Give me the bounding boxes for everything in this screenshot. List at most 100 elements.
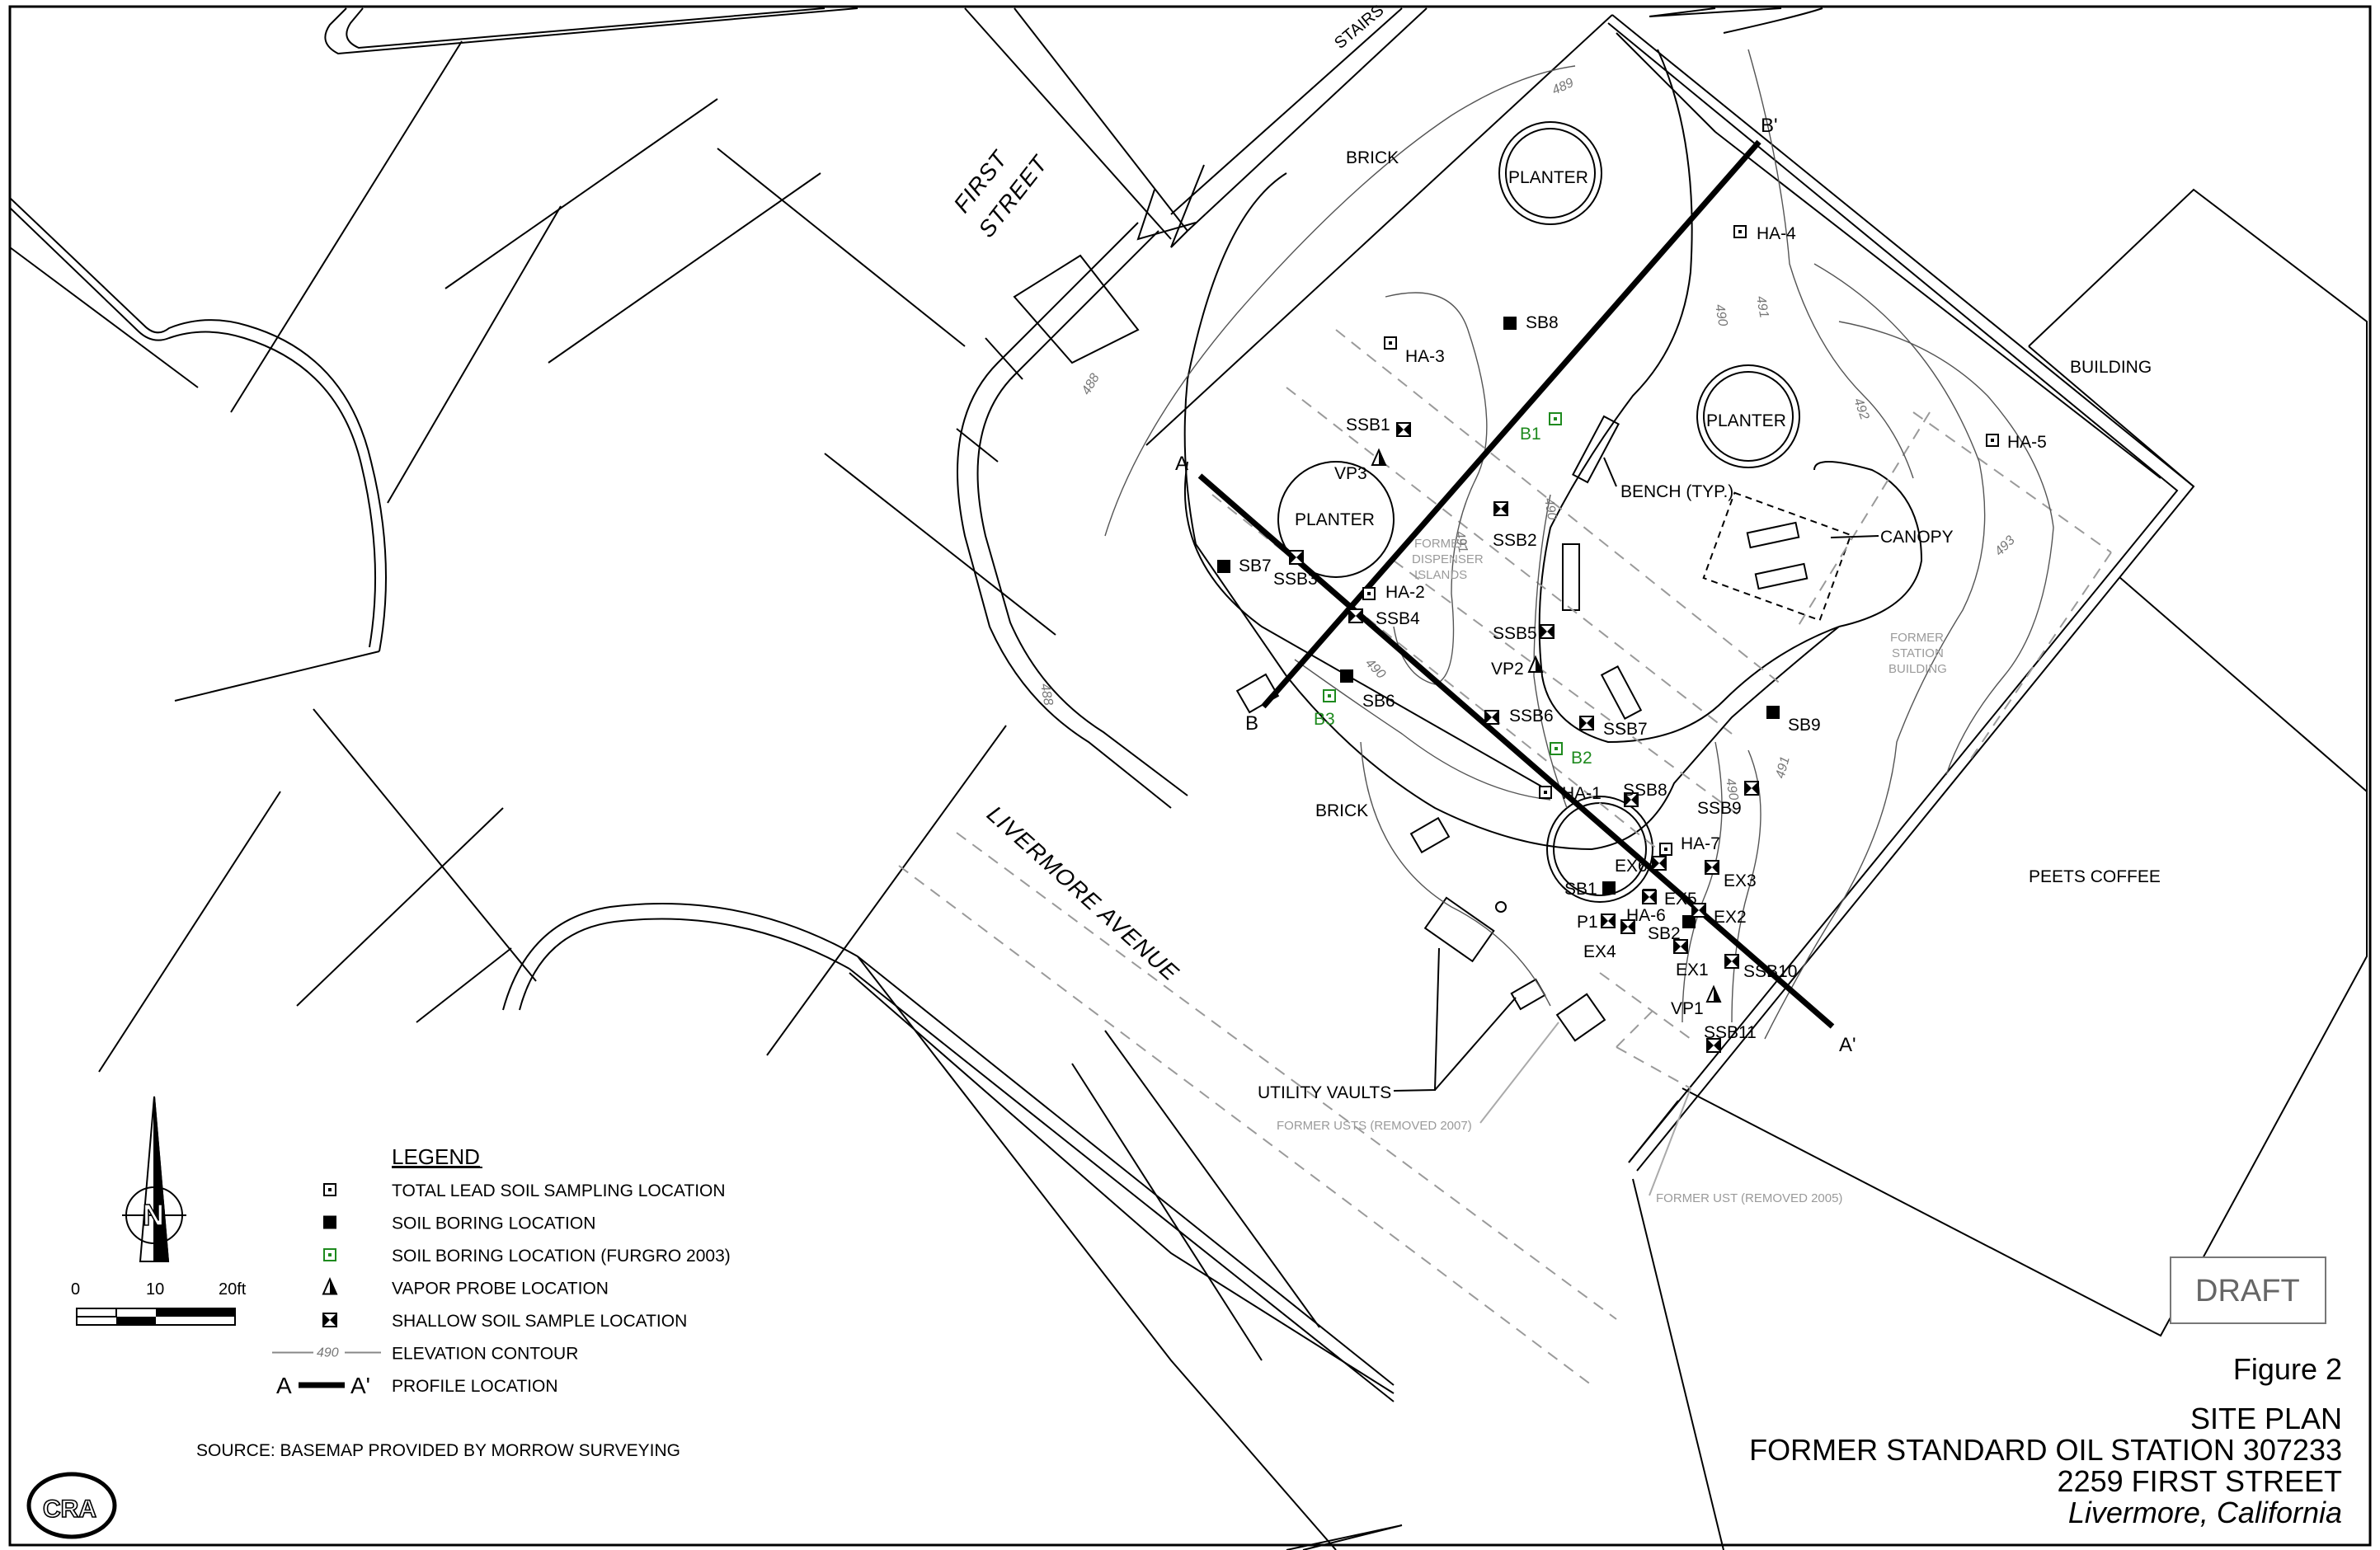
lead-symbol (1659, 843, 1672, 856)
legend-item-label: TOTAL LEAD SOIL SAMPLING LOCATION (392, 1181, 726, 1200)
sample-point-ha-5[interactable]: HA-5 (1986, 433, 2047, 452)
sample-point-sb7[interactable]: SB7 (1217, 557, 1272, 575)
sample-point-label: HA-5 (2007, 433, 2047, 452)
sample-point-ssb3[interactable]: SSB3 (1273, 550, 1318, 589)
sample-point-label: EX6 (1615, 857, 1648, 876)
sample-point-label: EX3 (1724, 871, 1757, 890)
sample-point-label: SSB3 (1273, 570, 1318, 589)
shallow-symbol (1724, 954, 1739, 969)
title-line-2: FORMER STANDARD OIL STATION 307233 (1749, 1433, 2342, 1467)
sample-point-label: EX2 (1714, 908, 1747, 927)
feature-labels: BRICK BRICK PLANTER PLANTER PLANTER BENC… (1258, 148, 2161, 1205)
draft-label: DRAFT (2195, 1274, 2300, 1308)
draft-stamp: DRAFT (2170, 1256, 2326, 1324)
livermore-avenue-label: LIVERMORE AVENUE (982, 801, 1184, 986)
scale-bar: 0 10 20ft (71, 1280, 247, 1326)
source-note: SOURCE: BASEMAP PROVIDED BY MORROW SURVE… (196, 1441, 680, 1460)
sample-point-ssb7[interactable]: SSB7 (1579, 716, 1648, 739)
sample-point-label: EX1 (1676, 961, 1709, 979)
legend-item-boring: SOIL BORING LOCATION (323, 1214, 595, 1233)
utility-vaults-label: UTILITY VAULTS (1258, 1083, 1391, 1102)
sample-point-label: VP2 (1491, 660, 1524, 679)
sample-point-ha-7[interactable]: HA-7 (1659, 834, 1720, 856)
contour-label-493: 493 (1992, 533, 2018, 559)
sample-point-label: SB6 (1362, 692, 1395, 711)
boring-symbol (1766, 706, 1780, 719)
brick-bottom-label: BRICK (1315, 801, 1368, 820)
scale-label-20: 20ft (219, 1280, 247, 1299)
sample-point-label: SSB9 (1697, 799, 1742, 818)
shallow-symbol (1706, 1038, 1721, 1053)
north-arrow: N (122, 1096, 186, 1262)
sample-point-b1[interactable]: B1 (1520, 412, 1562, 444)
sample-point-ssb10[interactable]: SSB10 (1724, 954, 1797, 981)
sample-point-ssb6[interactable]: SSB6 (1484, 707, 1554, 726)
sample-point-vp3[interactable]: VP3 (1334, 448, 1387, 483)
leader-lines (1393, 457, 1879, 1196)
bench-shape (1572, 415, 1620, 484)
planter-top-shape (1498, 121, 1602, 225)
sample-point-sb2[interactable]: SB2 (1648, 915, 1696, 943)
contour-label-491b: 491 (1452, 530, 1470, 554)
sample-point-ssb8[interactable]: SSB8 (1623, 781, 1667, 807)
legend-item-label: ELEVATION CONTOUR (392, 1345, 578, 1364)
planter-left-label: PLANTER (1295, 510, 1375, 529)
sample-point-ex6[interactable]: EX6 (1615, 856, 1667, 876)
sample-point-ex4[interactable]: EX4 (1583, 919, 1635, 961)
sample-point-label: HA-1 (1562, 784, 1602, 803)
sample-point-b3[interactable]: B3 (1314, 689, 1336, 729)
sample-point-label: VP1 (1671, 999, 1704, 1018)
sample-point-sb9[interactable]: SB9 (1766, 706, 1821, 735)
shallow-symbol (322, 1313, 337, 1327)
sample-point-ex5[interactable]: EX5 (1642, 890, 1697, 909)
sample-point-p1[interactable]: P1 (1577, 913, 1616, 932)
sample-point-vp2[interactable]: VP2 (1491, 655, 1544, 679)
cra-logo: CRA (26, 1472, 117, 1539)
figure-number: Figure 2 (2233, 1352, 2342, 1386)
sample-point-ex3[interactable]: EX3 (1705, 860, 1757, 890)
shallow-symbol (1744, 781, 1759, 796)
profile-labels: A A' B B' (1175, 115, 1856, 1056)
sample-point-ssb11[interactable]: SSB11 (1704, 1023, 1757, 1053)
sample-point-label: B2 (1571, 749, 1592, 768)
legend-item-lead: TOTAL LEAD SOIL SAMPLING LOCATION (323, 1181, 726, 1200)
vapor-symbol (1527, 655, 1544, 673)
building-label: BUILDING (2070, 358, 2152, 377)
contour-label-490d: 490 (1723, 777, 1740, 801)
shallow-symbol (1493, 501, 1508, 516)
sample-point-vp1[interactable]: VP1 (1671, 984, 1722, 1018)
sample-point-label: B1 (1520, 425, 1541, 444)
shallow-symbol (1642, 890, 1657, 904)
profile-b-b-prime (1261, 139, 1761, 709)
title-line-1: SITE PLAN (2190, 1402, 2342, 1435)
sample-point-sb8[interactable]: SB8 (1503, 313, 1559, 332)
shallow-symbol (1579, 716, 1594, 730)
contour-label-491a: 491 (1753, 295, 1771, 319)
sample-point-ssb5[interactable]: SSB5 (1493, 624, 1555, 643)
sample-point-label: HA-6 (1626, 906, 1666, 925)
legend-item-label: VAPOR PROBE LOCATION (392, 1280, 609, 1299)
vapor-symbol (322, 1277, 338, 1295)
sample-point-ex1[interactable]: EX1 (1673, 939, 1709, 979)
sample-point-ha-2[interactable]: HA-2 (1362, 583, 1425, 602)
sample-point-ha-1[interactable]: HA-1 (1539, 784, 1602, 803)
sample-point-ssb4[interactable]: SSB4 (1348, 608, 1420, 628)
shallow-symbol (1289, 550, 1304, 565)
sample-point-ssb2[interactable]: SSB2 (1493, 501, 1537, 550)
legend-item-shallow: SHALLOW SOIL SAMPLE LOCATION (322, 1312, 687, 1331)
legend-item-furgro: SOIL BORING LOCATION (FURGRO 2003) (323, 1247, 731, 1266)
sample-point-ex2[interactable]: EX2 (1691, 903, 1747, 927)
sample-point-sb6[interactable]: SB6 (1340, 669, 1395, 711)
sample-point-ssb1[interactable]: SSB1 (1346, 416, 1411, 437)
sample-point-b2[interactable]: B2 (1550, 742, 1592, 768)
contour-label-490b: 490 (1541, 497, 1559, 521)
sample-point-ha-4[interactable]: HA-4 (1733, 224, 1796, 243)
legend-profile-to: A' (350, 1373, 370, 1398)
former-station-3: BUILDING (1888, 662, 1947, 676)
sample-point-ssb9[interactable]: SSB9 (1697, 781, 1759, 818)
scale-label-10: 10 (146, 1280, 164, 1299)
sample-point-ha-3[interactable]: HA-3 (1384, 336, 1445, 366)
sample-point-sb1[interactable]: SB1 (1564, 880, 1616, 899)
site-islands (1183, 49, 1923, 851)
